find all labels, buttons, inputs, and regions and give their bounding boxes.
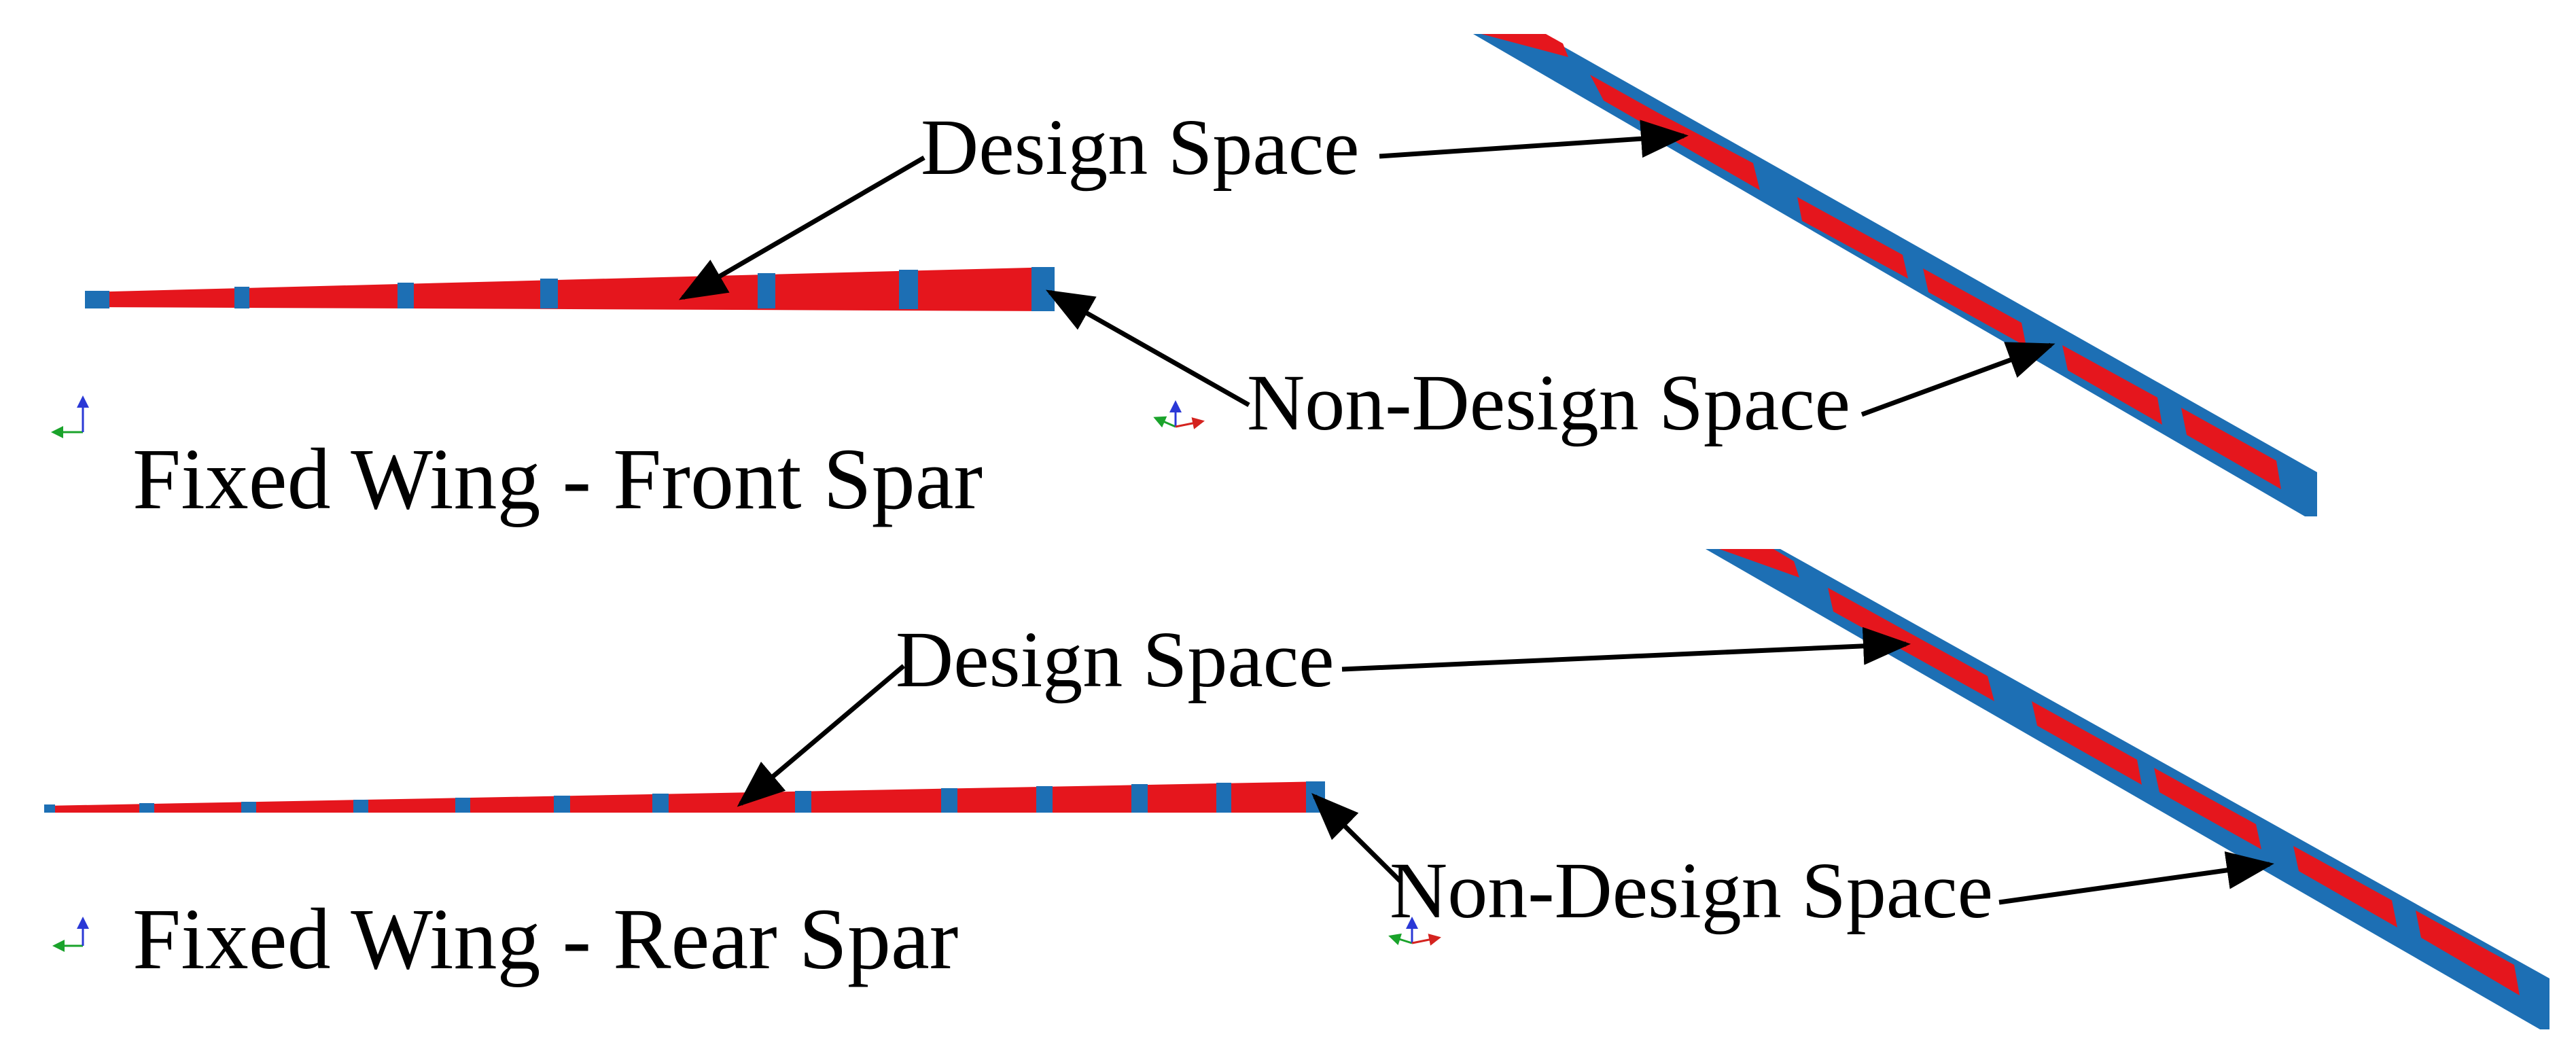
non-design-rib: [1036, 786, 1053, 813]
coordinate-triad-icon: [52, 917, 89, 952]
rear-spar-side-view: [44, 781, 1325, 813]
non-design-rib: [234, 287, 249, 308]
coordinate-triad-icon: [51, 395, 89, 438]
design-panel: [1481, 34, 1568, 57]
design-space-arrow: [1379, 120, 1689, 159]
non-design-rib: [85, 291, 109, 308]
rear-spar-panel: Design Space Non-Design Space Fixed Wing…: [44, 549, 2549, 1029]
front-spar-side-view: [85, 267, 1055, 311]
non-design-rib: [44, 804, 55, 813]
design-space-arrow: [737, 664, 906, 807]
non-design-rib: [540, 279, 558, 308]
non-design-rib: [758, 273, 775, 308]
non-design-rib: [241, 802, 256, 813]
non-design-space-arrow: [1860, 342, 2055, 417]
design-panel: [1923, 268, 2026, 347]
non-design-rib: [1031, 267, 1055, 311]
non-design-rib: [899, 270, 918, 309]
rear-spar-iso-base: [1706, 549, 2549, 1029]
front-spar-body: [85, 267, 1055, 311]
design-panel: [1828, 588, 1994, 701]
non-design-rib: [941, 788, 957, 813]
non-design-space-label: Non-Design Space: [1247, 358, 1850, 447]
rear-spar-iso-view: [1706, 549, 2549, 1029]
non-design-rib: [795, 791, 811, 813]
design-panel: [2293, 846, 2397, 927]
front-spar-panel: Design Space Non-Design Space Fixed Wing…: [51, 34, 2317, 527]
non-design-space-arrow: [1311, 793, 1403, 884]
design-panel: [2062, 345, 2162, 425]
design-panel: [1590, 75, 1760, 190]
design-panel: [1719, 549, 1799, 578]
design-panel: [2181, 408, 2281, 489]
non-design-rib: [455, 798, 470, 813]
panel-title: Fixed Wing - Front Spar: [133, 431, 983, 527]
non-design-rib: [139, 803, 154, 813]
design-space-arrow: [1341, 626, 1911, 672]
non-design-rib: [554, 796, 570, 813]
non-design-rib: [1131, 784, 1148, 813]
design-panel: [2154, 768, 2261, 849]
non-design-rib: [398, 283, 414, 308]
design-panel: [2416, 910, 2520, 995]
coordinate-triad-icon: [1153, 400, 1205, 429]
non-design-rib: [1216, 783, 1231, 813]
panel-title: Fixed Wing - Rear Spar: [133, 891, 958, 987]
design-space-label: Design Space: [921, 103, 1360, 192]
design-space-arrow: [678, 155, 925, 300]
non-design-rib: [652, 794, 669, 813]
non-design-space-arrow: [1998, 851, 2274, 905]
non-design-rib: [353, 800, 368, 813]
non-design-space-label: Non-Design Space: [1390, 846, 1993, 935]
design-panel: [2032, 701, 2142, 785]
design-space-label: Design Space: [896, 615, 1335, 704]
design-panel: [1797, 197, 1908, 279]
non-design-space-arrow: [1045, 289, 1250, 408]
coordinate-triad-icon: [1388, 917, 1441, 946]
